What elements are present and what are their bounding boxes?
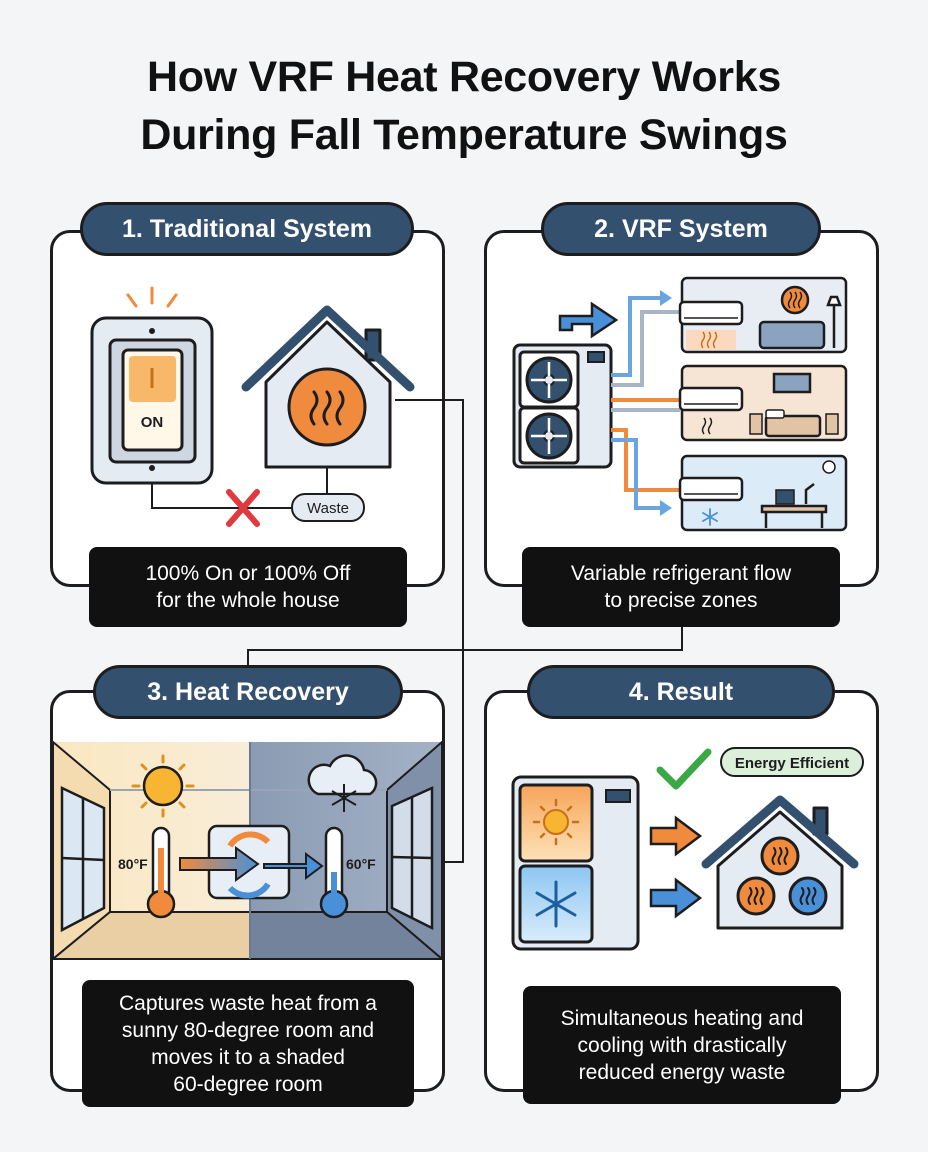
close-icon	[226, 489, 260, 527]
heat-transfer-icon	[179, 824, 324, 900]
heat-pump-unit	[511, 775, 640, 951]
caption-line: for the whole house	[156, 589, 340, 612]
zone-living-room	[678, 276, 848, 354]
energy-efficient-badge: Energy Efficient	[735, 755, 849, 772]
caption-line: Variable refrigerant flow	[570, 562, 792, 585]
caption-vrf-system: Variable refrigerant flow to precise zon…	[522, 547, 840, 627]
snowflake-icon	[702, 508, 718, 526]
switch-glow-icon	[126, 286, 178, 308]
caption-result: Simultaneous heating and cooling with dr…	[523, 986, 841, 1104]
warm-flow-arrow-icon	[649, 815, 703, 857]
title-line-2: During Fall Temperature Swings	[140, 111, 788, 159]
caption-line: 100% On or 100% Off	[145, 562, 351, 585]
caption-line: 60-degree room	[173, 1072, 323, 1096]
cool-flow-arrow-icon	[649, 877, 703, 919]
checkmark-icon	[656, 748, 712, 790]
cloud-snow-icon	[307, 754, 378, 812]
cool-temp-label: 60°F	[346, 856, 376, 872]
caption-heat-recovery: Captures waste heat from a sunny 80-degr…	[82, 980, 414, 1107]
right-window	[390, 786, 434, 931]
caption-line: Captures waste heat from a	[119, 991, 377, 1015]
heading-result: 4. Result	[527, 665, 835, 719]
waste-label: Waste	[307, 500, 349, 517]
switch-on-label: ON	[141, 414, 164, 431]
refrigerant-lines	[611, 296, 680, 510]
caption-line: to precise zones	[604, 589, 758, 612]
left-window	[60, 786, 106, 933]
warm-temp-label: 80°F	[118, 856, 148, 872]
house-icon	[241, 305, 415, 469]
waste-wiring	[151, 467, 328, 509]
caption-line: cooling with drastically	[577, 1033, 787, 1057]
snowflake-icon	[535, 880, 577, 928]
zone-bedroom	[678, 364, 848, 442]
caption-traditional-system: 100% On or 100% Off for the whole house	[89, 547, 407, 627]
heading-vrf-system: 2. VRF System	[541, 202, 821, 256]
heading-heat-recovery: 3. Heat Recovery	[93, 665, 403, 719]
caption-line: sunny 80-degree room and	[121, 1018, 375, 1042]
page-title: How VRF Heat Recovery Works During Fall …	[0, 48, 928, 164]
fan-blades-icon	[531, 362, 567, 454]
zone-office	[678, 454, 848, 532]
sun-icon	[532, 798, 580, 846]
caption-line: Simultaneous heating and	[560, 1006, 804, 1030]
heading-traditional-system: 1. Traditional System	[80, 202, 414, 256]
caption-line: moves it to a shaded	[151, 1045, 345, 1069]
outdoor-unit	[512, 343, 613, 469]
title-line-1: How VRF Heat Recovery Works	[147, 53, 781, 101]
warm-thermometer-icon	[146, 826, 176, 919]
cool-thermometer-icon	[319, 826, 349, 919]
heat-waves-icon	[309, 390, 345, 426]
caption-line: reduced energy waste	[578, 1060, 786, 1084]
sun-icon	[131, 754, 195, 818]
flow-arrow-icon	[558, 301, 619, 339]
light-switch	[90, 316, 214, 485]
